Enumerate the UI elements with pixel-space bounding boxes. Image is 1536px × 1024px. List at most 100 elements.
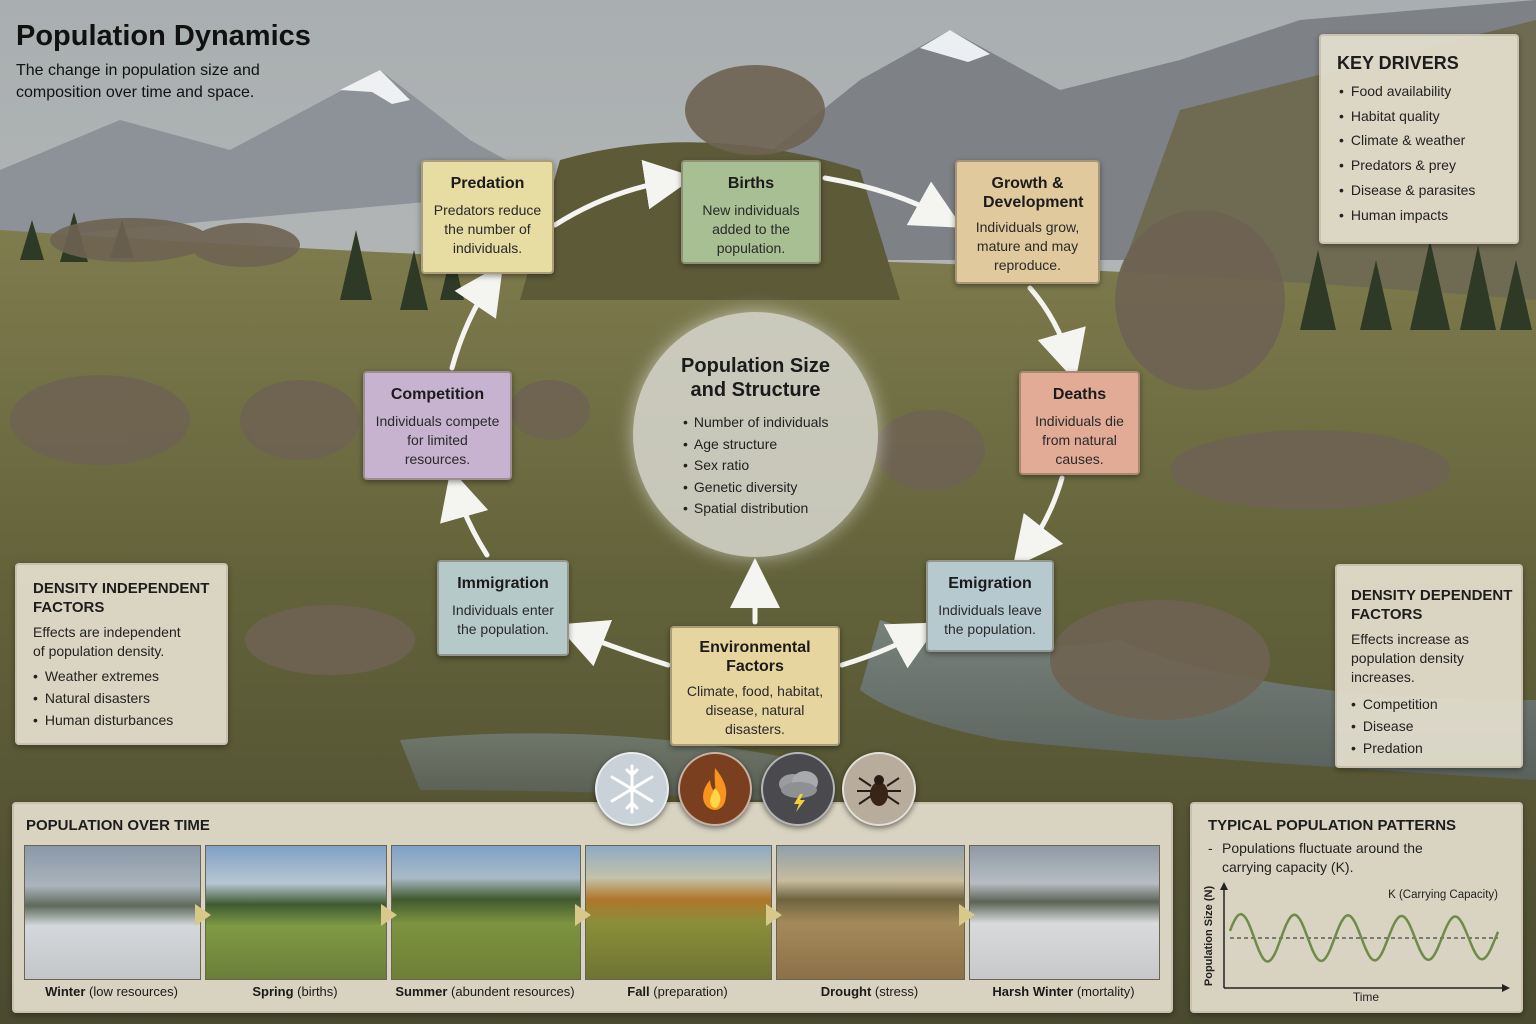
density-dependent-heading: DENSITY DEPENDENT FACTORS (1351, 587, 1513, 623)
season-image-spring (205, 845, 387, 980)
births-text: New individuals added to the population. (702, 202, 800, 256)
list-item: Number of individuals (683, 412, 878, 434)
list-item: Natural disasters (33, 687, 216, 709)
season-caption-harsh-winter: Harsh Winter (mortality) (969, 984, 1158, 999)
density-independent-panel: DENSITY INDEPENDENT FACTORS Effects are … (15, 563, 228, 745)
list-item: Genetic diversity (683, 477, 878, 499)
patterns-description: Populations fluctuate around the carryin… (1222, 840, 1423, 875)
list-item: Predation (1351, 737, 1513, 759)
list-item: Competition (1351, 693, 1513, 715)
density-dependent-list: Competition Disease Predation (1351, 693, 1513, 759)
season-caption-spring: Spring (births) (205, 984, 385, 999)
population-curve (1228, 912, 1500, 963)
density-independent-heading: DENSITY INDEPENDENT FACTORS (33, 580, 210, 616)
density-independent-text: Effects are independent of population de… (33, 624, 181, 659)
list-item: Human impacts (1339, 203, 1517, 228)
x-axis-label: Time (1353, 990, 1380, 1004)
emigration-text: Individuals leave the population. (938, 602, 1042, 637)
typical-population-patterns-panel: TYPICAL POPULATION PATTERNS - Population… (1190, 802, 1523, 1013)
competition-node: Competition Individuals compete for limi… (363, 371, 512, 480)
k-annotation: K (Carrying Capacity) (1388, 889, 1498, 901)
season-caption-fall: Fall (preparation) (585, 984, 770, 999)
season-caption-winter: Winter (low resources) (24, 984, 199, 999)
deaths-text: Individuals die from natural causes. (1035, 413, 1124, 467)
population-size-structure-circle: Population Size and Structure Number of … (633, 312, 878, 557)
deaths-title: Deaths (1052, 386, 1107, 403)
arrow-env-to-immigration (556, 619, 671, 668)
arrow-predation-to-births (552, 159, 695, 228)
patterns-text: - Populations fluctuate around the carry… (1208, 839, 1432, 877)
key-drivers-list: Food availability Habitat quality Climat… (1339, 79, 1517, 227)
environmental-factors-text: Climate, food, habitat, disease, natural… (686, 683, 824, 737)
emigration-title: Emigration (948, 575, 1032, 592)
list-item: Food availability (1339, 79, 1517, 104)
competition-title: Competition (390, 386, 485, 403)
births-title: Births (727, 175, 775, 192)
season-arrow (575, 904, 591, 926)
list-item: Human disturbances (33, 709, 216, 731)
density-independent-list: Weather extremes Natural disasters Human… (33, 665, 216, 731)
center-title: Population Size and Structure (681, 355, 830, 401)
list-item: Predators & prey (1339, 153, 1517, 178)
y-axis-arrowhead (1220, 882, 1228, 890)
season-arrow (381, 904, 397, 926)
growth-development-text: Individuals grow, mature and may reprodu… (975, 219, 1080, 273)
list-item: Spatial distribution (683, 498, 878, 520)
arrow-deaths-to-emigration (1012, 475, 1065, 568)
key-drivers-heading: KEY DRIVERS (1337, 53, 1459, 73)
list-item: Weather extremes (33, 665, 216, 687)
center-list: Number of individuals Age structure Sex … (683, 412, 878, 520)
season-name: Winter (45, 984, 86, 999)
list-item: Climate & weather (1339, 128, 1517, 153)
list-item: Sex ratio (683, 455, 878, 477)
season-image-summer (391, 845, 581, 980)
season-name: Drought (820, 984, 872, 999)
predation-node: Predation Predators reduce the number of… (421, 160, 554, 274)
emigration-node: Emigration Individuals leave the populat… (926, 560, 1054, 652)
season-detail: (preparation) (653, 984, 728, 999)
snowflake-icon (595, 752, 669, 826)
season-name: Spring (252, 984, 294, 999)
births-node: Births New individuals added to the popu… (681, 160, 821, 264)
fire-icon (678, 752, 752, 826)
season-arrow (959, 904, 975, 926)
immigration-text: Individuals enter the population. (452, 602, 554, 637)
season-name: Summer (395, 984, 448, 999)
x-axis-arrowhead (1502, 984, 1510, 992)
season-caption-summer: Summer (abundent resources) (391, 984, 579, 999)
season-detail: (low resources) (89, 984, 178, 999)
arrow-env-to-emigration (839, 622, 940, 669)
season-image-winter (24, 845, 201, 980)
list-item: Disease (1351, 715, 1513, 737)
y-axis-label: Population Size (N) (1203, 886, 1215, 987)
season-image-drought (776, 845, 965, 980)
page-subtitle: The change in population size and compos… (16, 62, 260, 101)
predation-text: Predators reduce the number of individua… (433, 202, 542, 256)
environmental-factors-node: Environmental Factors Climate, food, hab… (670, 626, 840, 746)
list-item: Age structure (683, 434, 878, 456)
deaths-node: Deaths Individuals die from natural caus… (1019, 371, 1140, 475)
season-image-fall (585, 845, 772, 980)
season-detail: (stress) (874, 984, 919, 999)
list-item: Habitat quality (1339, 104, 1517, 129)
season-detail: (births) (297, 984, 338, 999)
density-dependent-text: Effects increase as population density i… (1351, 631, 1470, 685)
season-name: Fall (627, 984, 650, 999)
season-image-harsh-winter (969, 845, 1160, 980)
environmental-factors-title: Environmental Factors (699, 639, 811, 675)
storm-cloud-icon (761, 752, 835, 826)
competition-text: Individuals compete for limited resource… (375, 413, 500, 467)
growth-development-node: Growth & Development Individuals grow, m… (955, 160, 1100, 284)
season-arrow (195, 904, 211, 926)
list-item: Disease & parasites (1339, 178, 1517, 203)
density-dependent-panel: DENSITY DEPENDENT FACTORS Effects increa… (1335, 564, 1523, 768)
immigration-node: Immigration Individuals enter the popula… (437, 560, 569, 656)
immigration-title: Immigration (457, 575, 549, 592)
dash-marker: - (1208, 840, 1213, 856)
population-pattern-chart: K (Carrying Capacity) Time Population Si… (1203, 882, 1510, 1004)
season-caption-drought: Drought (stress) (776, 984, 963, 999)
patterns-heading: TYPICAL POPULATION PATTERNS (1208, 817, 1457, 834)
season-name: Harsh Winter (992, 984, 1074, 999)
arrow-immigration-to-competition (440, 468, 490, 558)
season-detail: (mortality) (1076, 984, 1135, 999)
